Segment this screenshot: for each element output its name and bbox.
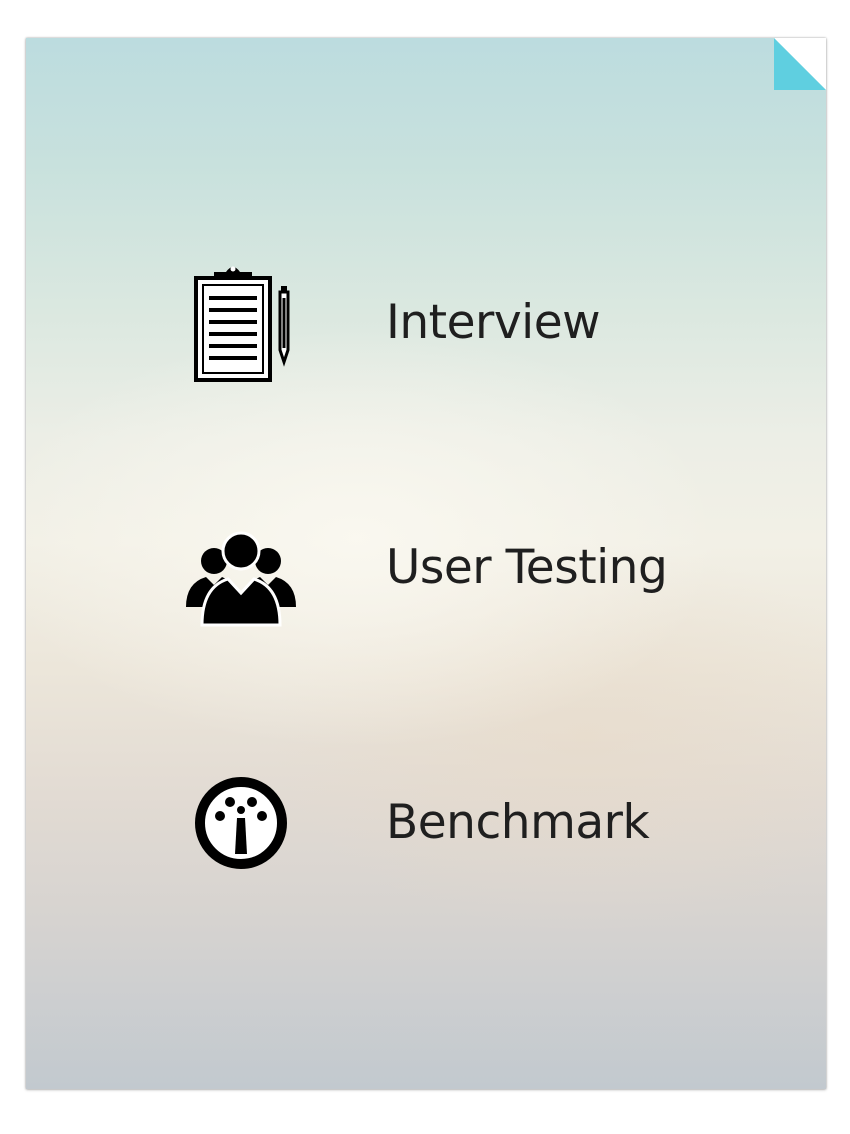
users-group-icon xyxy=(176,503,306,633)
page-fold-corner-icon xyxy=(774,38,826,90)
item-label-benchmark: Benchmark xyxy=(386,795,650,850)
list-item-interview: Interview xyxy=(26,258,826,388)
item-label-interview: Interview xyxy=(386,295,601,350)
document-page: Interview User Testing xyxy=(26,38,826,1089)
item-label-user-testing: User Testing xyxy=(386,540,668,595)
list-item-user-testing: User Testing xyxy=(26,503,826,633)
gauge-icon xyxy=(176,758,306,888)
clipboard-icon xyxy=(176,258,306,388)
list-item-benchmark: Benchmark xyxy=(26,758,826,888)
